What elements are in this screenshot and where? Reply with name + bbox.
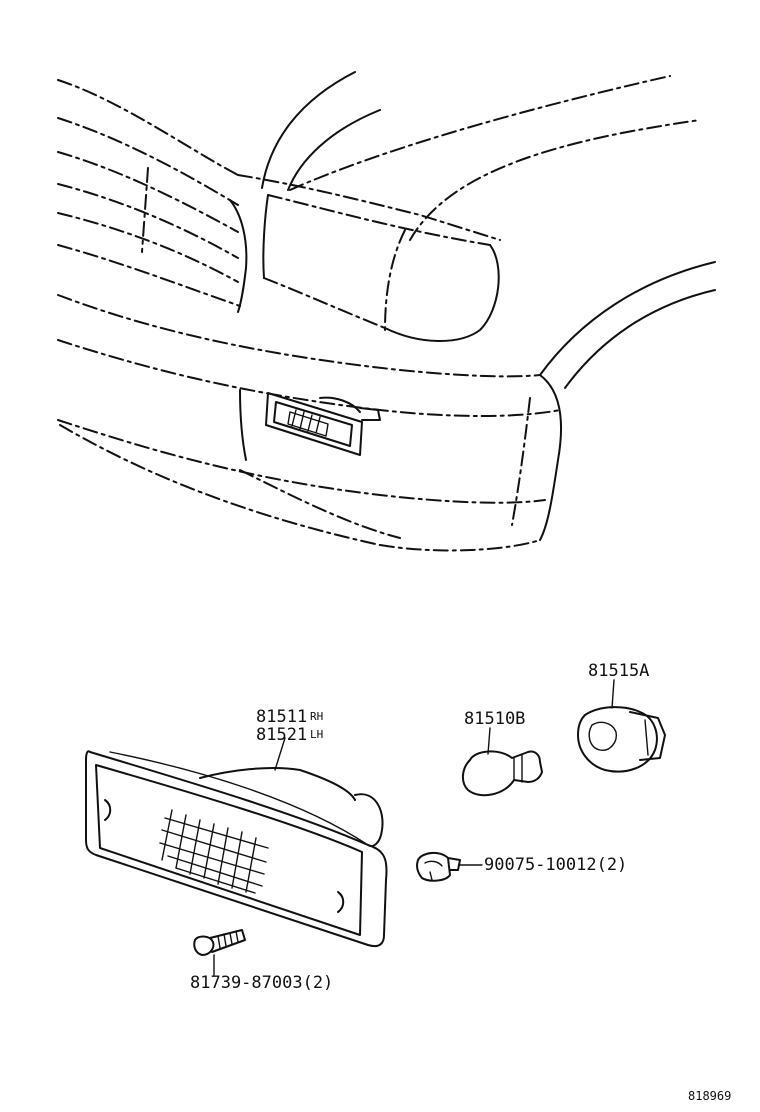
- illustration-code: 818969: [688, 1089, 731, 1103]
- hood-line: [237, 174, 501, 241]
- leader-socket: [611, 679, 615, 709]
- side-marker-lamp: [85, 750, 388, 948]
- leader-bulb: [487, 727, 491, 755]
- label-lamp-lh: 81521: [256, 725, 307, 745]
- installed-side-marker: [265, 392, 381, 456]
- fender-line: [409, 119, 701, 241]
- clip: [416, 852, 461, 882]
- label-lamp-lh-side: LH: [310, 728, 323, 741]
- label-socket: 81515A: [588, 661, 649, 681]
- grille: [57, 79, 248, 313]
- label-screw: 81739-87003(2): [190, 973, 333, 993]
- vehicle-front-illustration: [57, 71, 716, 552]
- bulb: [462, 750, 543, 797]
- label-bulb: 81510B: [464, 709, 525, 729]
- leader-lamp: [274, 737, 286, 771]
- screw: [193, 929, 246, 956]
- bumper: [57, 294, 562, 552]
- label-clip: 90075-10012(2): [484, 855, 627, 875]
- label-lamp-rh-side: RH: [310, 710, 323, 723]
- headlamp: [262, 194, 500, 342]
- label-lamp-rh: 81511: [256, 707, 307, 727]
- socket: [577, 706, 666, 773]
- lens-grid: [159, 809, 269, 894]
